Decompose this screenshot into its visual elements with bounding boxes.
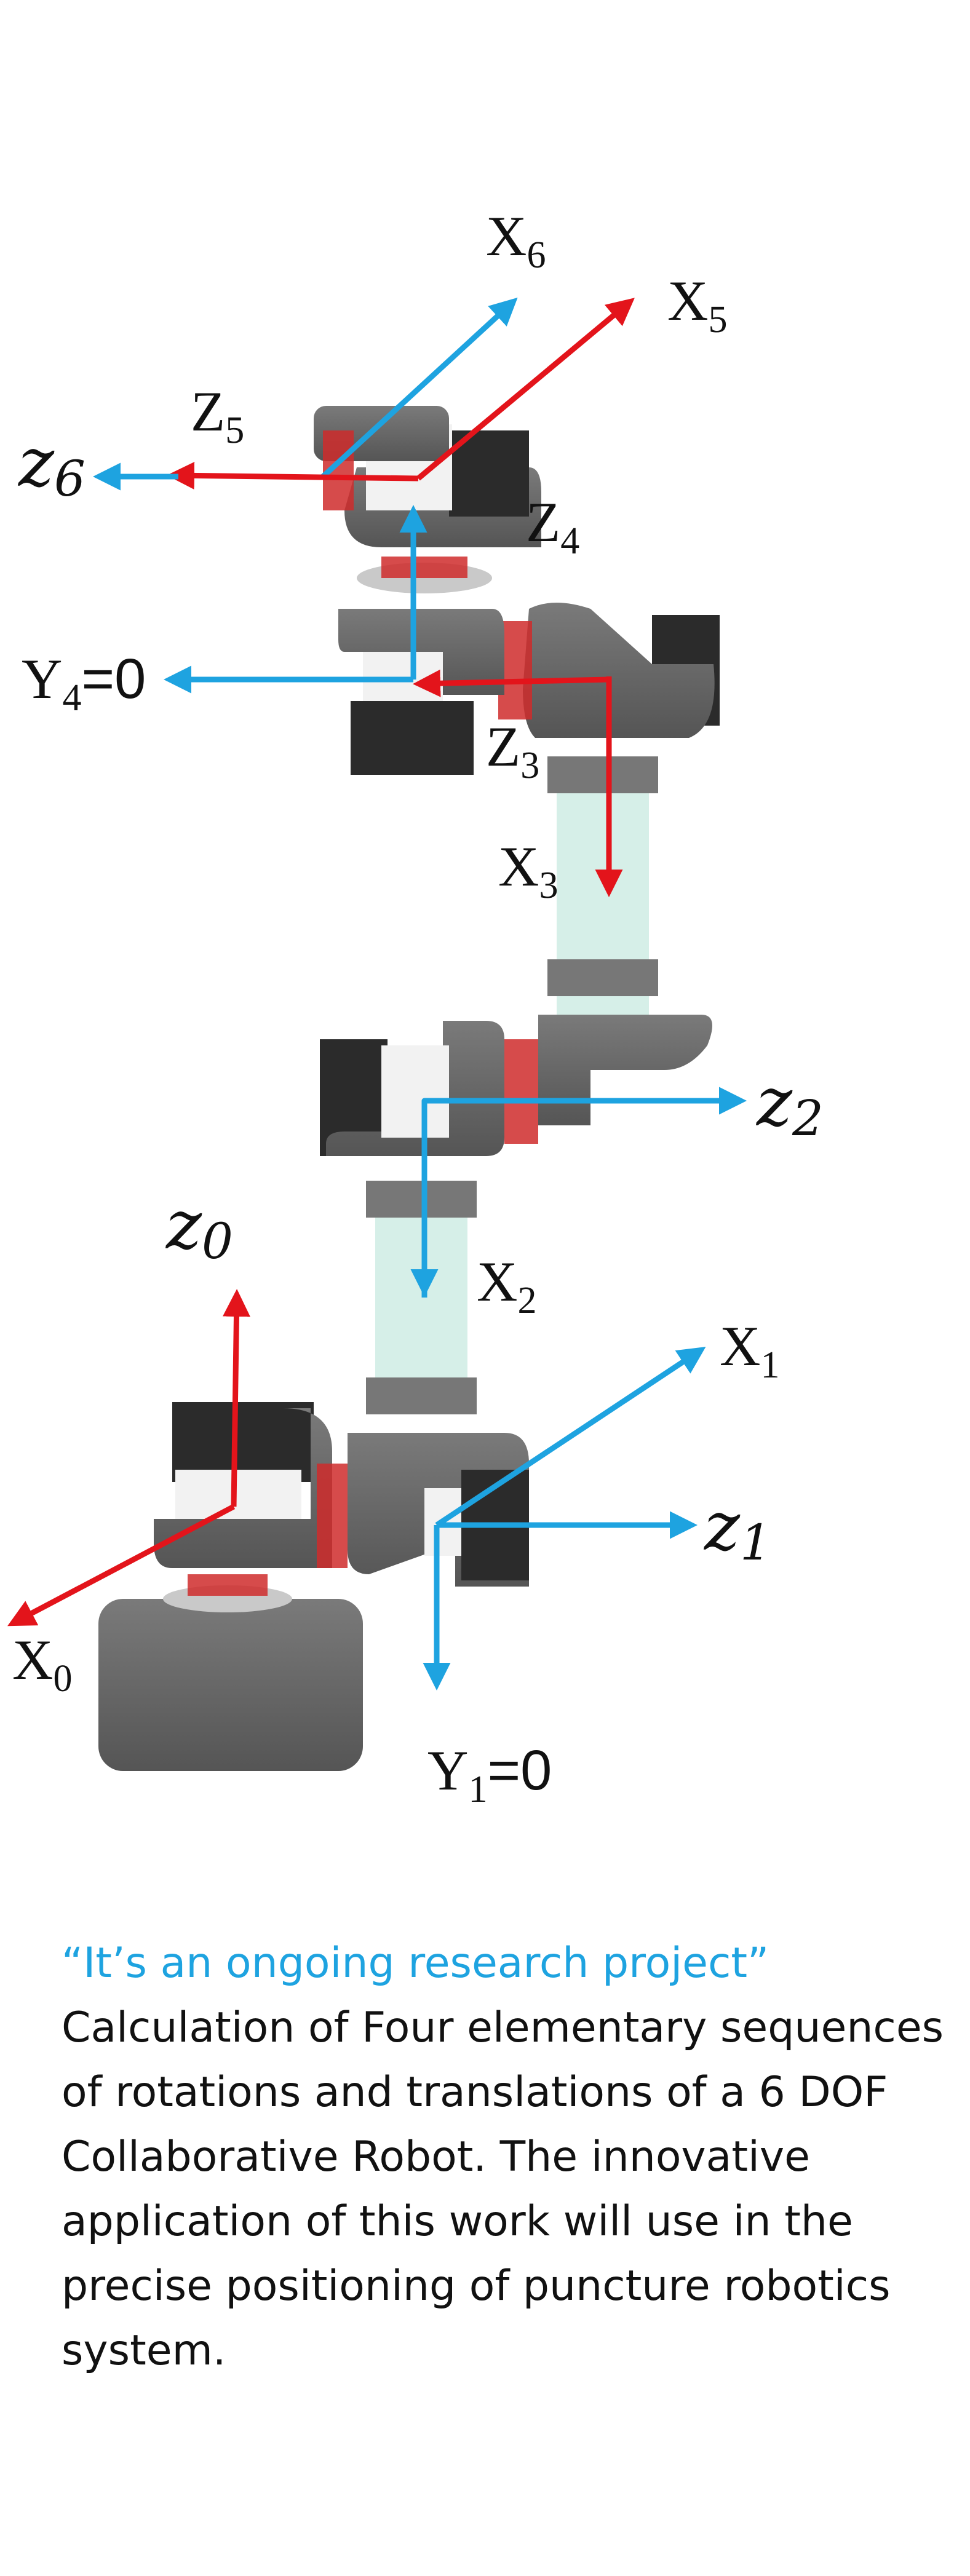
label-y1: Y1=0 [427, 1739, 552, 1810]
arrow-z3 [413, 669, 610, 697]
robot-kinematics-diagram: X6 X5 Z5 z6 Z4 Y4=0 Z3 X3 z2 z0 X2 X1 z1… [7, 205, 824, 1810]
joint-4-side [338, 609, 504, 695]
arrow-x0 [7, 1504, 236, 1627]
label-x3: X3 [498, 835, 558, 906]
label-x1: X1 [720, 1315, 779, 1386]
arrow-x1 [435, 1347, 706, 1528]
frame-labels: X6 X5 Z5 z6 Z4 Y4=0 Z3 X3 z2 z0 X2 X1 z1… [12, 205, 824, 1810]
joint-4-housing [523, 603, 715, 738]
lower-link-cap-bottom [366, 1377, 477, 1414]
joint-2-ring [317, 1464, 348, 1568]
label-z3: Z3 [486, 715, 539, 787]
lower-link-cap-top [366, 1181, 477, 1218]
joint-5-ring-base [381, 557, 467, 578]
frame-arrows [7, 297, 747, 1690]
upper-link-cap-bottom [547, 959, 658, 996]
joint-3-housing [326, 1021, 504, 1156]
arrow-x6 [320, 297, 518, 479]
label-x6: X6 [486, 205, 546, 276]
label-z6: z6 [17, 423, 85, 507]
label-y4: Y4=0 [22, 648, 146, 719]
joint-1-motor [172, 1402, 314, 1482]
joint-3-elbow [538, 1015, 712, 1125]
label-x2: X2 [477, 1250, 536, 1322]
arrow-z5 [167, 461, 419, 489]
arrow-x5 [416, 298, 635, 481]
upper-link-cap-top [547, 756, 658, 793]
label-z2: z2 [755, 1063, 824, 1147]
arrow-z0 [222, 1289, 250, 1507]
joint-3-white [381, 1045, 449, 1138]
label-x0: X0 [12, 1628, 72, 1700]
label-z5: Z5 [191, 380, 244, 451]
label-z4: Z4 [526, 491, 579, 562]
base-joint-ring [188, 1574, 268, 1596]
robot-base [98, 1599, 363, 1771]
label-z0: z0 [165, 1186, 233, 1270]
robot-arm [98, 406, 720, 1771]
caption-quote: “It’s an ongoing research project” [62, 1939, 769, 1987]
joint-4-base-motor [351, 701, 474, 775]
label-x5: X5 [667, 269, 727, 341]
project-caption: “It’s an ongoing research project” Calcu… [62, 1931, 947, 2383]
caption-body: Calculation of Four elementary sequences… [62, 2003, 944, 2375]
label-z1: z1 [703, 1487, 771, 1571]
joint-3-ring [504, 1039, 538, 1144]
